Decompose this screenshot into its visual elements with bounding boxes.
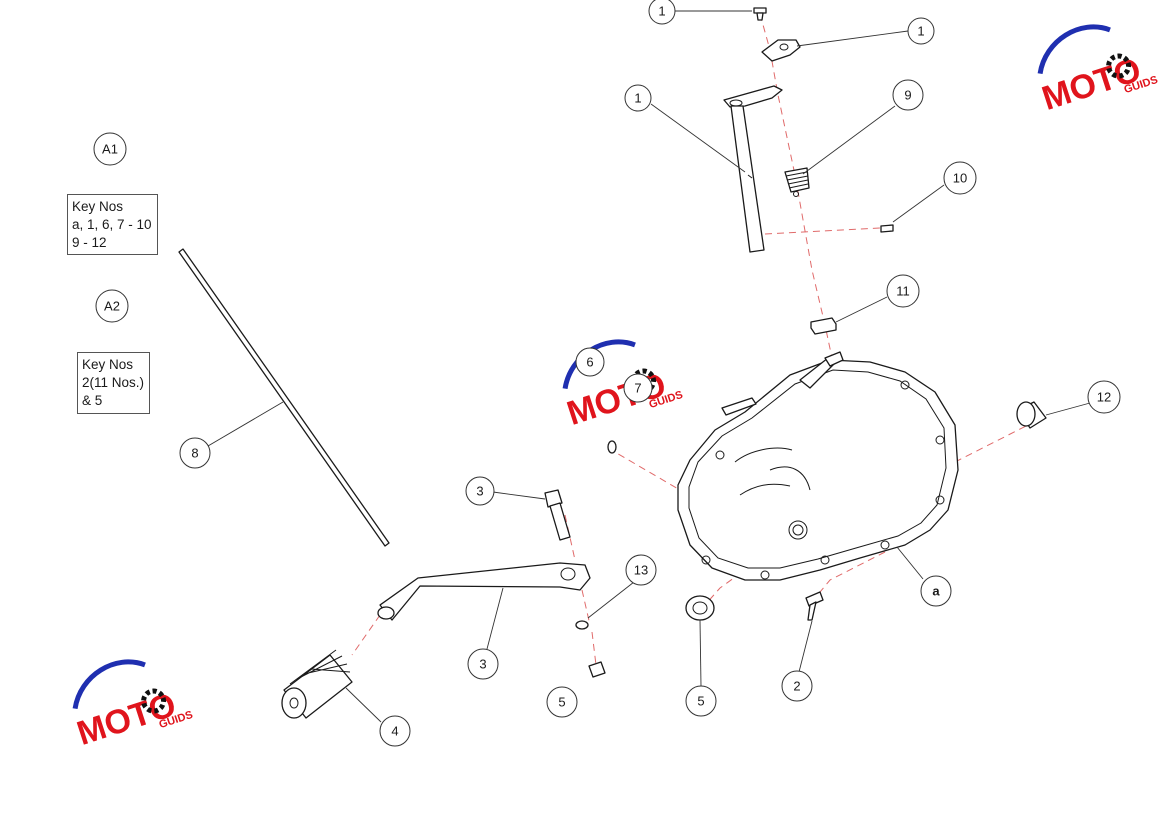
group-label-a1: A1	[93, 132, 127, 166]
callout-label: 11	[896, 284, 910, 299]
part-pin	[880, 224, 894, 233]
key-box-line: 2(11 Nos.)	[82, 375, 145, 390]
callout-13: 13	[625, 554, 657, 586]
callout-label: 8	[191, 446, 198, 461]
key-box-a2: Key Nos 2(11 Nos.) & 5	[77, 352, 150, 414]
callout-label: 5	[558, 695, 565, 710]
callout-12: 12	[1087, 380, 1121, 414]
callout-label: 10	[953, 171, 967, 186]
group-label-a2-text: A2	[104, 299, 120, 314]
part-rubber-pad	[281, 649, 353, 719]
callout-3: 3	[465, 476, 495, 506]
callout-label: 2	[793, 679, 800, 694]
callout-label: 6	[586, 355, 593, 370]
callout-5: 5	[685, 685, 717, 717]
watermark-logo: MOTO GUIDS	[1037, 24, 1159, 118]
callout-a: a	[920, 575, 952, 607]
leader-lines	[207, 10, 1091, 723]
part-clip	[761, 39, 801, 62]
callout-label: 3	[476, 484, 483, 499]
key-box-title: Key Nos	[72, 199, 124, 214]
callout-11: 11	[886, 274, 920, 308]
key-box-a1: Key Nos a, 1, 6, 7 - 10 9 - 12	[67, 194, 158, 255]
callout-8: 8	[179, 437, 211, 469]
part-washer-13	[575, 620, 589, 630]
callout-label: 1	[634, 91, 641, 106]
callout-5: 5	[546, 686, 578, 718]
callout-3: 3	[467, 648, 499, 680]
callout-label: 12	[1097, 390, 1111, 405]
part-screw-top	[753, 7, 767, 21]
part-bush	[810, 317, 837, 335]
callout-1: 1	[624, 84, 652, 112]
part-bush-right	[685, 595, 715, 621]
callout-6: 6	[575, 347, 605, 377]
callout-1: 1	[648, 0, 676, 25]
part-nut-left	[588, 661, 606, 678]
part-screw-2	[805, 591, 824, 621]
part-lever	[377, 562, 591, 621]
callout-7: 7	[623, 373, 653, 403]
part-bolt	[544, 489, 571, 541]
callout-label: a	[932, 584, 940, 599]
part-cover	[677, 351, 959, 581]
part-rod	[178, 248, 390, 547]
callout-label: 9	[904, 88, 911, 103]
callout-label: 1	[658, 4, 665, 19]
key-box-title: Key Nos	[82, 357, 134, 372]
callout-1: 1	[907, 17, 935, 45]
callout-label: 4	[391, 724, 398, 739]
key-box-line: & 5	[82, 393, 103, 408]
callout-2: 2	[781, 670, 813, 702]
part-grommet	[1016, 401, 1047, 429]
watermark-logo: MOTO GUIDS	[562, 339, 684, 433]
callout-4: 4	[379, 715, 411, 747]
callout-label: 7	[634, 381, 641, 396]
callout-label: 13	[634, 563, 648, 578]
key-box-line: a, 1, 6, 7 - 10	[72, 217, 152, 232]
watermark-logo: MOTO GUIDS	[72, 659, 194, 753]
callout-9: 9	[892, 79, 924, 111]
key-box-line: 9 - 12	[72, 235, 107, 250]
group-label-a1-text: A1	[102, 142, 118, 157]
callout-10: 10	[943, 161, 977, 195]
group-label-a2: A2	[95, 289, 129, 323]
callout-label: 1	[917, 24, 924, 39]
callout-label: 3	[479, 657, 486, 672]
part-washer-7	[607, 440, 617, 454]
part-shaft	[723, 85, 783, 253]
callout-label: 5	[697, 694, 704, 709]
assembly-centerlines	[351, 13, 1029, 666]
